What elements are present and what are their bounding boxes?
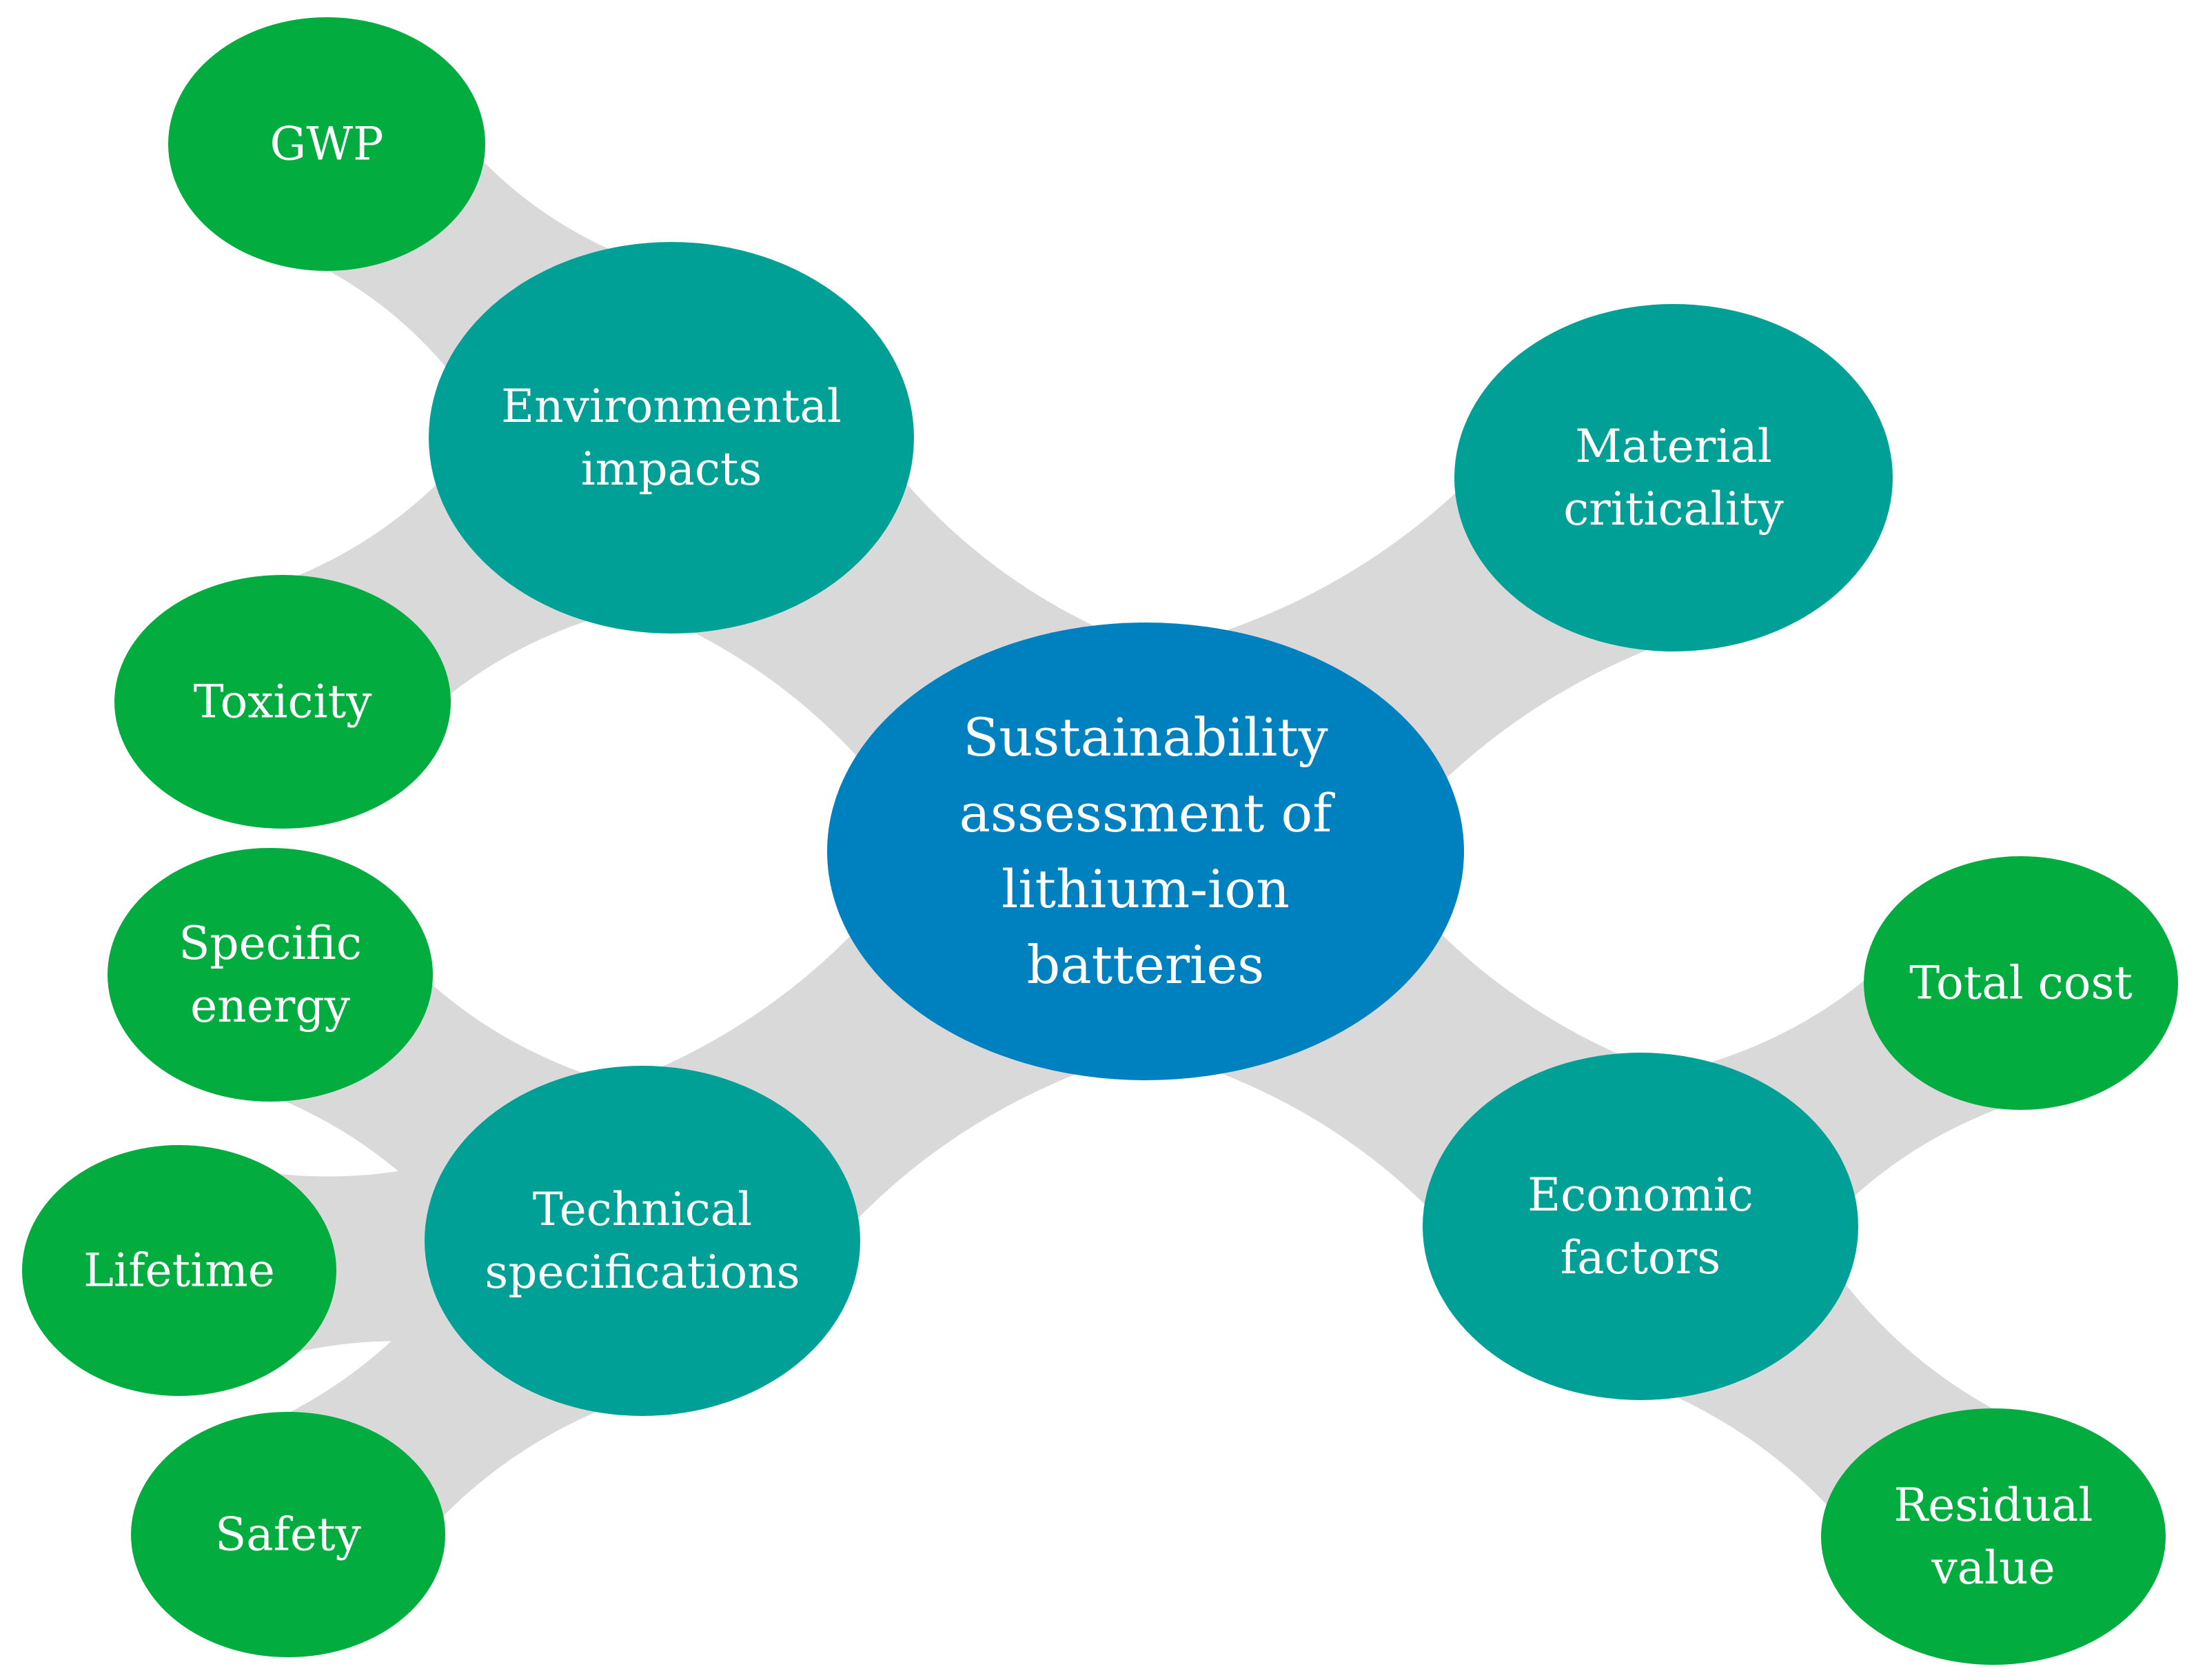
category-node-material-label-line: criticality: [1563, 483, 1784, 536]
leaf-node-residual-value: Residual value: [1821, 1408, 2166, 1665]
center-node-shape: [827, 623, 1464, 1080]
center-node-label-line: assessment of: [959, 782, 1336, 844]
leaf-node-toxicity-label-line: Toxicity: [194, 675, 373, 728]
leaf-node-residual-value-label-line: Residual: [1894, 1479, 2093, 1532]
category-node-technical: Technical specifications: [425, 1066, 860, 1416]
leaf-node-total-cost-shape: [1864, 856, 2178, 1110]
category-node-environmental-shape: [429, 242, 914, 634]
leaf-node-safety-shape: [131, 1412, 445, 1657]
leaf-node-gwp-label-line: GWP: [270, 117, 384, 170]
category-node-technical-shape: [425, 1066, 860, 1416]
leaf-node-lifetime-shape: [22, 1145, 336, 1396]
category-node-environmental-label-line: Environmental: [501, 380, 842, 433]
leaf-node-gwp-shape: [168, 17, 485, 271]
category-node-economic-shape: [1423, 1053, 1858, 1400]
leaf-node-safety: Safety: [131, 1412, 445, 1657]
category-node-material-label-line: Material: [1575, 420, 1772, 473]
leaf-node-gwp: GWP: [168, 17, 485, 271]
leaf-node-residual-value-label-line: value: [1931, 1541, 2055, 1595]
leaf-node-safety-label-line: Safety: [215, 1508, 362, 1561]
category-node-economic: Economic factors: [1423, 1053, 1858, 1400]
leaf-node-specific-energy: Specific energy: [108, 848, 433, 1102]
category-node-economic-label-line: factors: [1560, 1231, 1720, 1284]
leaf-node-specific-energy-shape: [108, 848, 433, 1102]
category-node-environmental-label-line: impacts: [581, 443, 762, 496]
category-node-material: Material criticality: [1454, 304, 1893, 651]
leaf-node-toxicity-shape: [114, 575, 451, 829]
center-node-label-line: lithium-ion: [1002, 858, 1290, 920]
leaf-node-lifetime-label-line: Lifetime: [83, 1244, 275, 1297]
category-node-material-shape: [1454, 304, 1893, 651]
category-node-technical-label-line: specifications: [485, 1246, 800, 1299]
leaf-node-specific-energy-label-line: energy: [190, 980, 350, 1033]
category-node-environmental: Environmental impacts: [429, 242, 914, 634]
leaf-node-specific-energy-label-line: Specific: [179, 917, 362, 970]
center-node: Sustainability assessment of lithium-ion ba…: [827, 623, 1464, 1080]
leaf-node-total-cost-label-line: Total cost: [1909, 956, 2133, 1009]
category-node-economic-label-line: Economic: [1527, 1168, 1753, 1222]
leaf-node-residual-value-shape: [1821, 1408, 2166, 1665]
leaf-node-lifetime: Lifetime: [22, 1145, 336, 1396]
leaf-node-toxicity: Toxicity: [114, 575, 451, 829]
center-node-label-line: batteries: [1027, 934, 1265, 995]
center-node-label-line: Sustainability: [963, 707, 1328, 768]
leaf-node-total-cost: Total cost: [1864, 856, 2178, 1110]
category-node-technical-label-line: Technical: [533, 1183, 752, 1236]
